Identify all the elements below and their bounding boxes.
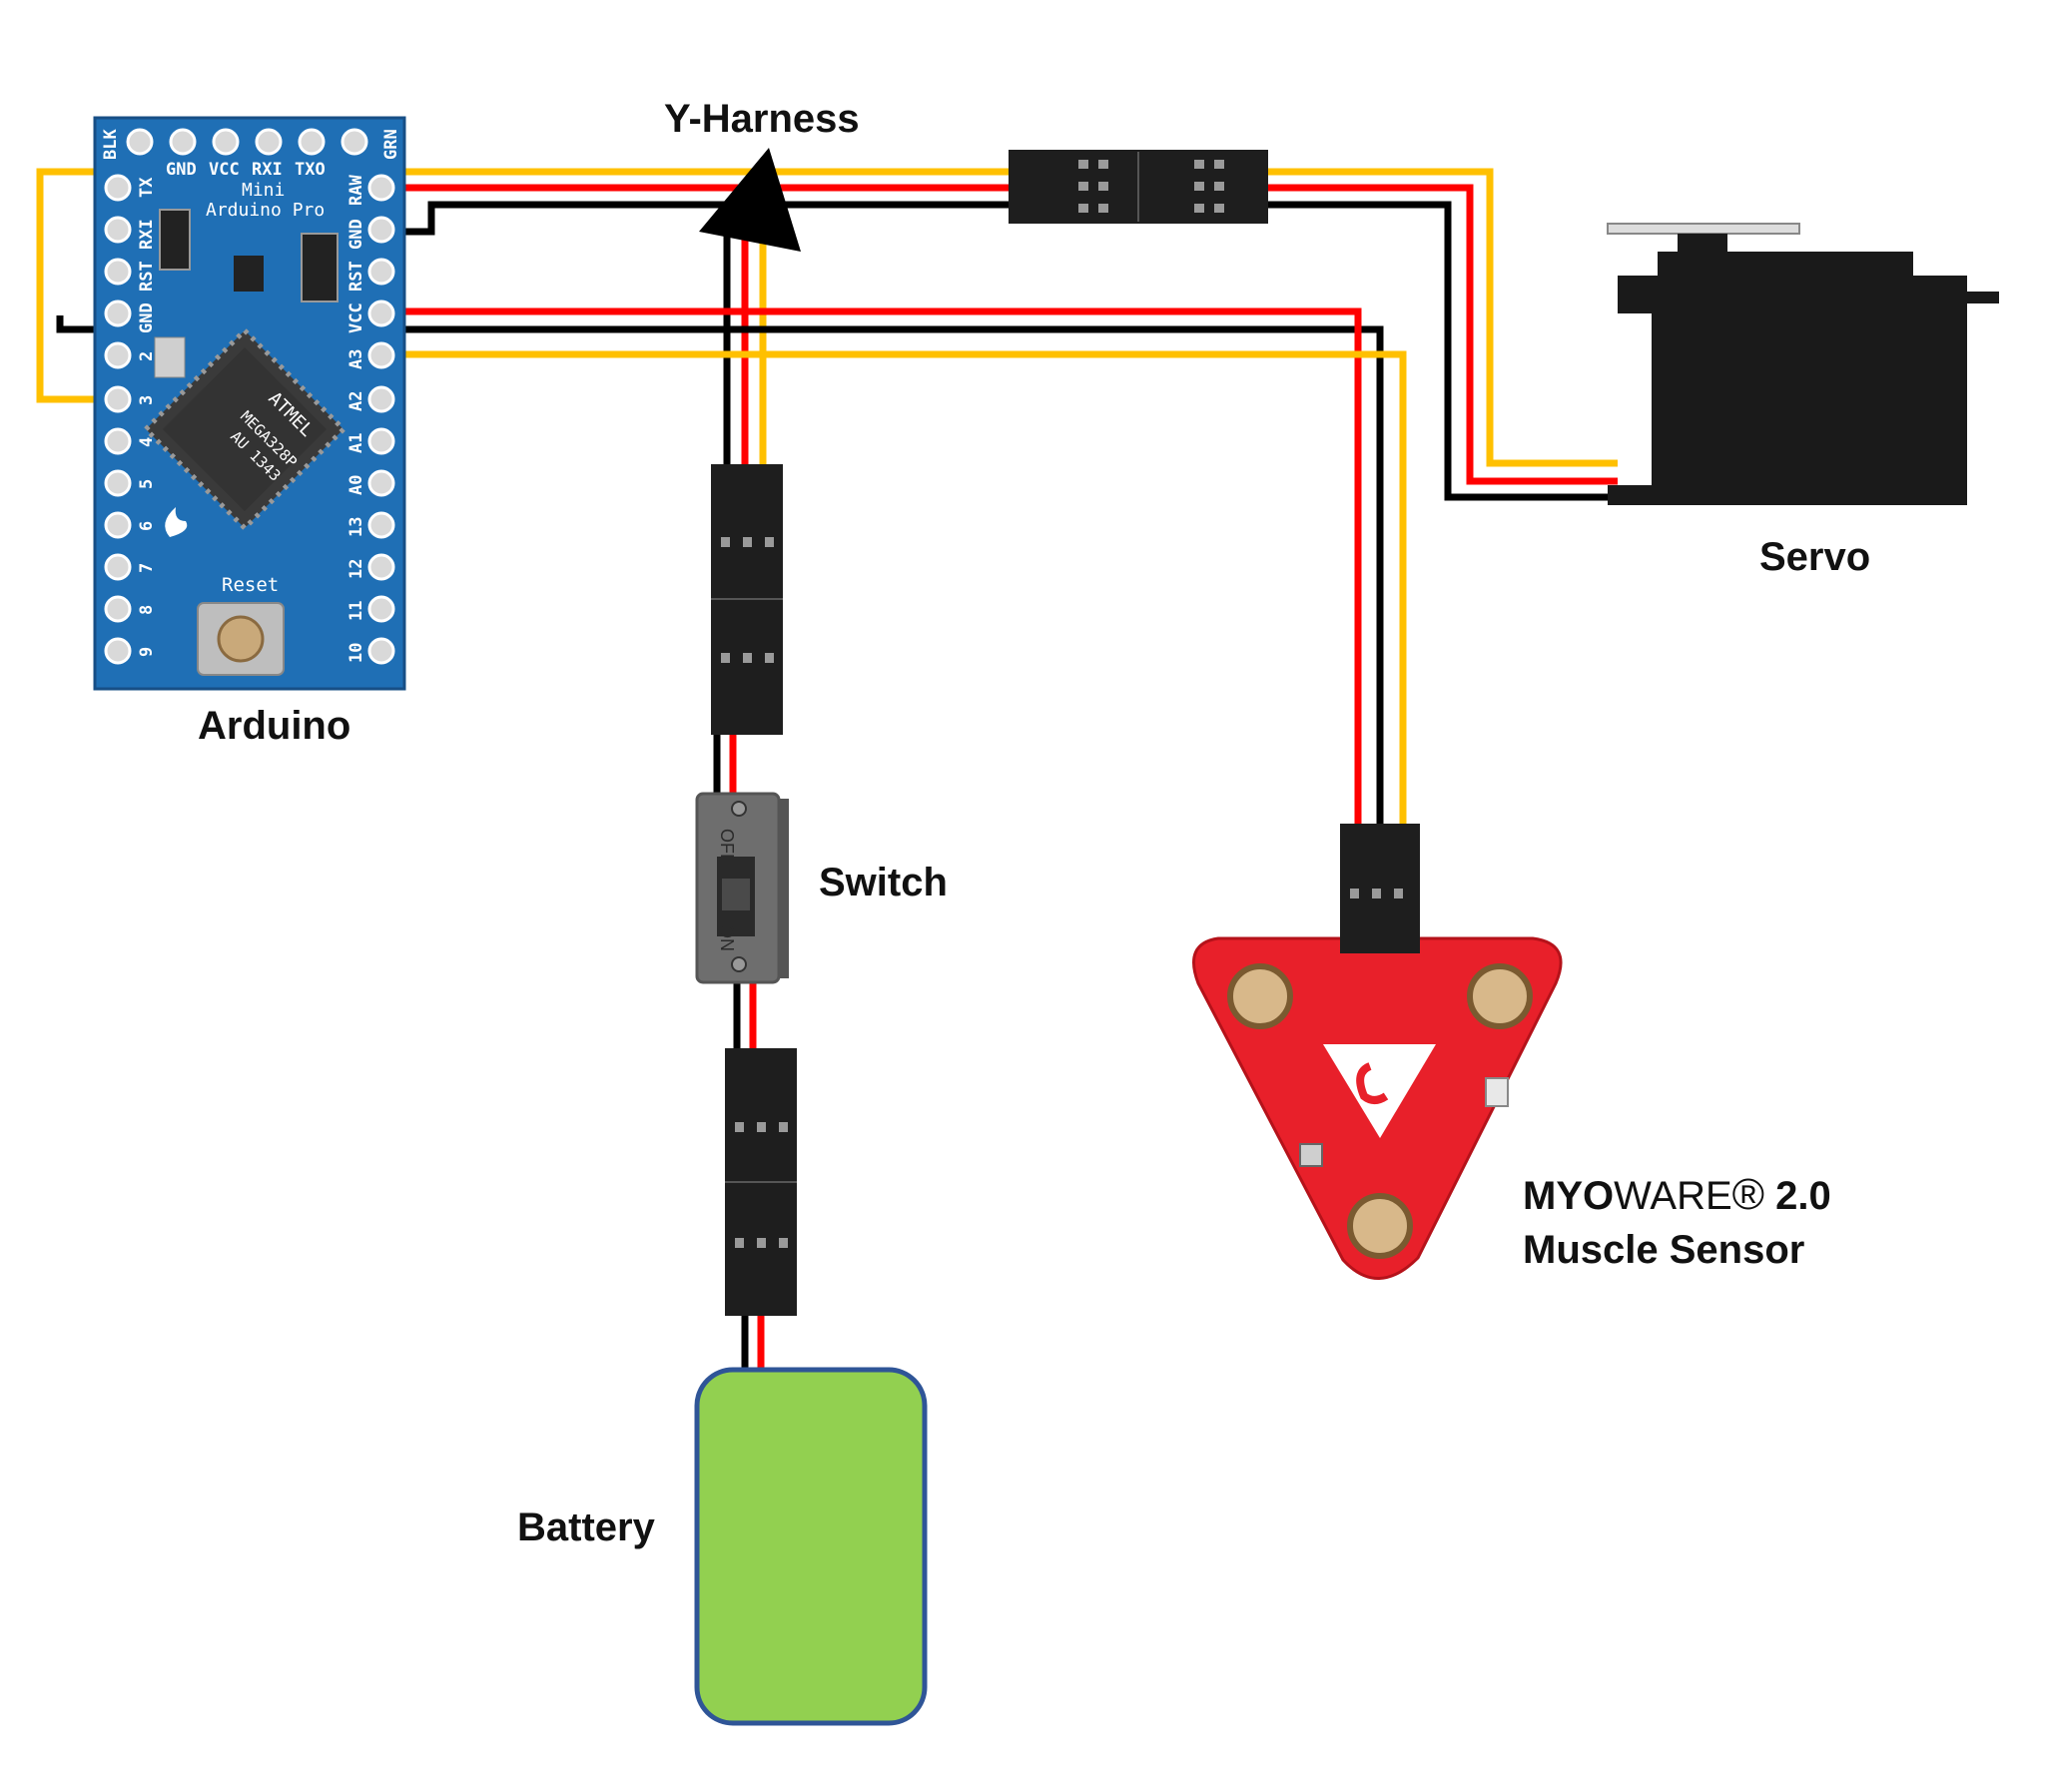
battery-label: Battery: [517, 1505, 655, 1549]
arduino-label: Arduino: [198, 704, 351, 748]
myoware-label: MYOWARE® 2.0 Muscle Sensor: [1523, 1168, 1831, 1277]
pin-left-11: 9: [137, 647, 157, 657]
servo-label: Servo: [1759, 535, 1871, 579]
switch-off-label: OFF: [717, 829, 737, 865]
pin-right-1: GND: [346, 219, 366, 250]
arduino-reset-label: Reset: [222, 574, 279, 596]
pin-right-10: 11: [346, 601, 366, 621]
pin-left-7: 5: [137, 479, 157, 489]
sparkfun-logo-icon: [165, 507, 188, 537]
wire-servo-ground: [1268, 201, 1618, 501]
pin-top-4: TXO: [295, 160, 326, 180]
wire-servo-power: [1268, 184, 1618, 485]
middle-harness-connector: [711, 464, 783, 735]
arduino-ic-small: [234, 256, 264, 292]
pin-right-2: RST: [346, 261, 366, 292]
pin-right-7: A0: [346, 475, 366, 495]
slide-switch[interactable]: OFF ON: [695, 792, 789, 984]
pin-top-1: GND: [166, 160, 197, 180]
pin-top-2: VCC: [209, 160, 240, 180]
switch-label: Switch: [819, 861, 948, 904]
arduino-top-pads: [126, 128, 368, 156]
pin-right-3: VCC: [346, 302, 366, 333]
wire-sensor-ground: [56, 315, 1384, 824]
myoware-version: 2.0: [1764, 1174, 1831, 1218]
pin-top-3: RXI: [252, 160, 283, 180]
y-harness-label: Y-Harness: [664, 97, 860, 141]
wire-raw-ground: [359, 201, 1009, 236]
myoware-logo-mark: [1356, 1062, 1389, 1104]
arduino-title-line1: Mini: [242, 180, 285, 201]
pin-right-4: A3: [346, 349, 366, 369]
myoware-sensor: [1192, 824, 1563, 1280]
pin-left-5: 3: [137, 395, 157, 405]
myoware-brand-thin: WARE: [1614, 1174, 1732, 1218]
wire-signal-pin3: [36, 168, 1009, 403]
switch-screw-bottom: [731, 956, 747, 972]
pin-right-8: 13: [346, 517, 366, 537]
triangle-arrow-icon: [699, 148, 801, 252]
wires: [36, 168, 1618, 1370]
battery-pack: [694, 1367, 928, 1726]
pin-right-5: A2: [346, 391, 366, 411]
wire-servo-signal: [1268, 168, 1618, 467]
pin-left-6: 4: [137, 437, 157, 447]
lower-harness-connector: [725, 1048, 797, 1316]
top-harness-connector: [1009, 150, 1268, 224]
arduino-regulator: [159, 209, 191, 271]
pin-top-5: GRN: [381, 129, 401, 160]
pin-left-1: RXI: [137, 219, 157, 250]
pin-left-3: GND: [137, 302, 157, 333]
arduino-mcu: [142, 326, 347, 532]
myoware-button[interactable]: [1485, 1077, 1509, 1107]
pin-right-9: 12: [346, 559, 366, 579]
myoware-brand-bold: MYO: [1523, 1174, 1615, 1218]
arduino-reset-button[interactable]: [217, 615, 265, 663]
pin-left-4: 2: [137, 351, 157, 361]
pin-right-11: 10: [346, 643, 366, 663]
pin-left-8: 6: [137, 521, 157, 531]
arduino-right-pads: [367, 174, 395, 665]
myoware-registered: ®: [1731, 1170, 1765, 1219]
myoware-subtitle: Muscle Sensor: [1523, 1228, 1805, 1272]
wire-sensor-signal: [359, 350, 1407, 824]
arduino-resonator: [154, 336, 186, 378]
pin-left-10: 8: [137, 605, 157, 615]
myoware-gain-pot[interactable]: [1299, 1143, 1323, 1167]
pin-left-9: 7: [137, 563, 157, 573]
switch-screw-top: [731, 801, 747, 817]
myoware-snap-left: [1227, 963, 1293, 1029]
myoware-snap-bottom: [1347, 1193, 1413, 1259]
arduino-title-line2: Arduino Pro: [206, 200, 325, 221]
arduino-crystal: [301, 233, 339, 302]
arduino-left-pads: [104, 174, 132, 665]
pin-top-0: BLK: [101, 129, 121, 160]
pin-right-0: RAW: [346, 175, 366, 206]
pin-left-0: TX: [137, 177, 157, 198]
arduino-board: BLK GND VCC RXI TXO GRN TX RXI RST GND 2…: [93, 116, 406, 691]
pin-left-2: RST: [137, 261, 157, 292]
myoware-snap-right: [1467, 963, 1533, 1029]
switch-slider[interactable]: [722, 879, 750, 910]
wire-sensor-power: [359, 307, 1362, 824]
servo-motor: [1607, 223, 1999, 505]
myoware-logo-icon: [1323, 1044, 1436, 1138]
pin-right-6: A1: [346, 433, 366, 453]
switch-on-label: ON: [717, 924, 737, 951]
servo-horn: [1607, 223, 1800, 235]
